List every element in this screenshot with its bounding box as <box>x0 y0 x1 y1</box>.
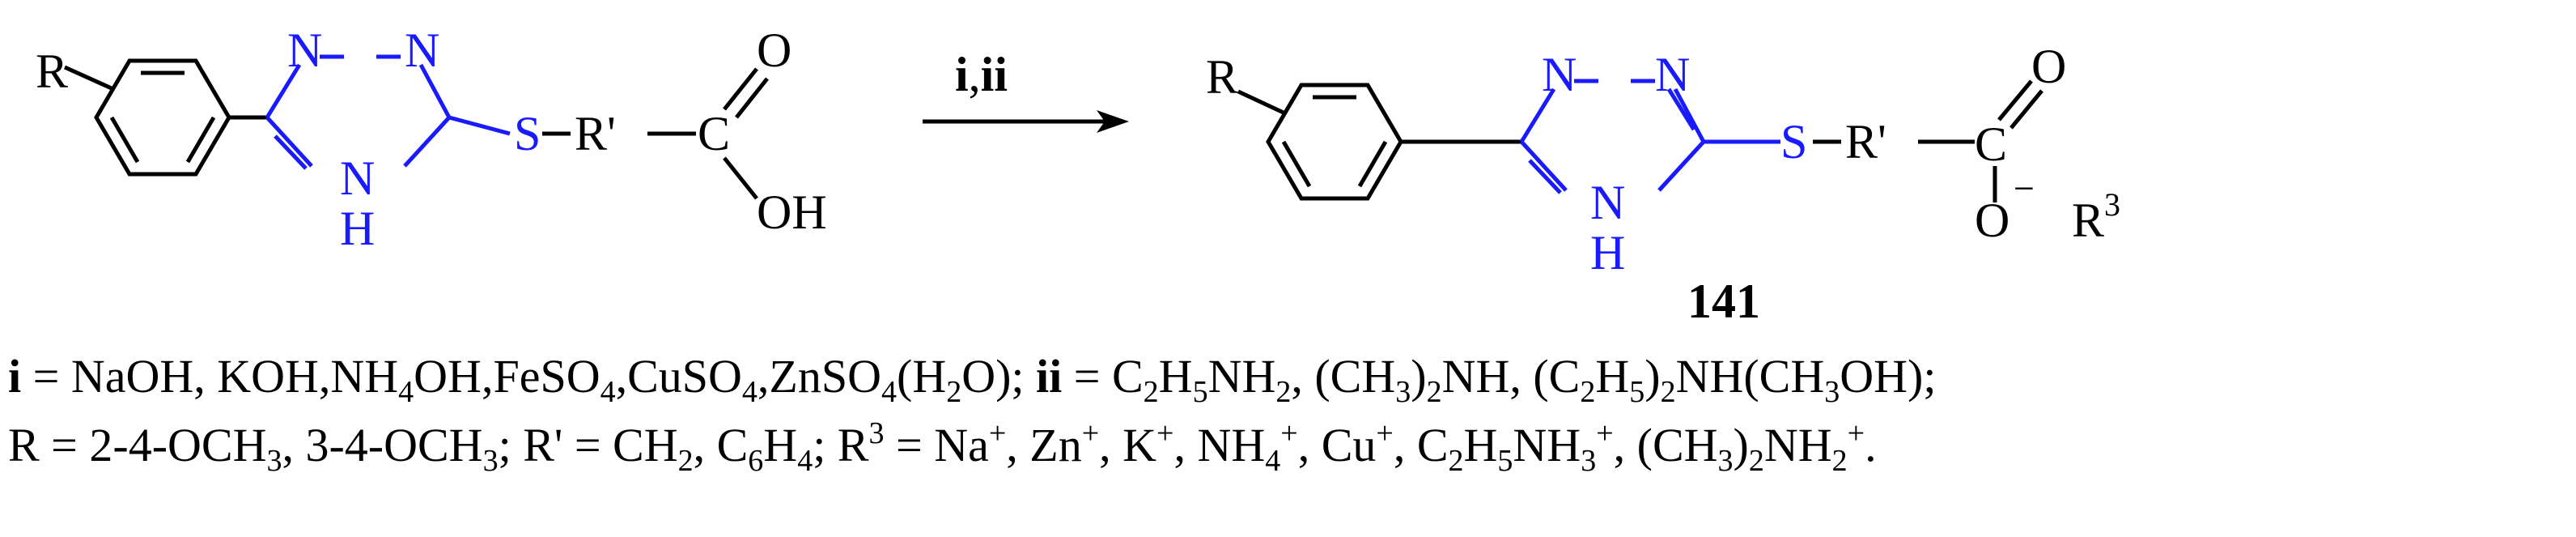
reactant-S-label: S <box>514 107 541 160</box>
substituent-definitions-line: R = 2-4-OCH3, 3-4-OCH3; R' = CH2, C6H4; … <box>8 416 1877 478</box>
reaction-arrow: i,ii <box>923 48 1129 133</box>
product-benzene-ring <box>1237 83 1521 201</box>
arrow-label-i: i <box>955 48 969 101</box>
reactant-carbonyl-O: O <box>757 23 791 77</box>
cond-i-label: i <box>8 350 22 403</box>
reactant-triazole-N-right: N <box>405 23 439 77</box>
product-triazole-N-right: N <box>1655 48 1690 101</box>
product-triazole-N-left: N <box>1542 48 1577 101</box>
product-carbonyl-O: O <box>2031 40 2066 93</box>
product-triazole-ring <box>1519 79 1706 194</box>
arrow-label-comma: , <box>969 48 981 101</box>
cond-ii-text: = C2H5NH2, (CH3)2NH, (C2H5)2NH(CH3OH); <box>1062 350 1937 409</box>
cond-i-text: = NaOH, KOH,NH4OH,FeSO4,CuSO4,ZnSO4(H2O)… <box>21 350 1037 409</box>
product-anion-minus: − <box>2014 168 2035 209</box>
product-anion-O: O <box>1975 194 2009 247</box>
compound-number: 141 <box>1687 275 1760 328</box>
reactant-OH: OH <box>757 185 827 239</box>
reactant-structure: R N N N H S R' C O OH <box>36 23 827 255</box>
product-Rprime-label: R' <box>1845 115 1886 168</box>
reactant-carbonyl-C: C <box>698 107 730 160</box>
product-R3-sup: 3 <box>2104 186 2120 223</box>
reactant-NH-N: N <box>340 151 375 205</box>
product-carboxylate-C: C <box>1975 117 2007 171</box>
reactant-triazole-N-left: N <box>287 23 322 77</box>
reaction-scheme: R N N N H S R' C O OH <box>36 23 2120 328</box>
product-R3-R: R <box>2072 194 2104 247</box>
arrow-label: i,ii <box>955 48 1008 101</box>
product-NH-H: H <box>1590 226 1625 279</box>
product-R-label: R <box>1206 50 1238 104</box>
reactant-Rprime-label: R' <box>575 107 616 160</box>
reactant-R-label: R <box>36 45 68 98</box>
reactant-triazole-ring <box>265 54 452 170</box>
reactant-benzene-ring <box>63 58 267 177</box>
reactant-NH-H: H <box>340 202 375 255</box>
product-NH-N: N <box>1590 176 1625 229</box>
conditions-line-1: i = NaOH, KOH,NH4OH,FeSO4,CuSO4,ZnSO4(H2… <box>8 348 1937 409</box>
product-S-label: S <box>1780 115 1807 168</box>
cond-ii-label: ii <box>1036 350 1063 403</box>
arrow-label-ii: ii <box>981 48 1008 101</box>
product-R3-label: R3 <box>2072 186 2120 247</box>
product-structure: R N N N H S R' C O O − R3 14 <box>1206 40 2120 328</box>
